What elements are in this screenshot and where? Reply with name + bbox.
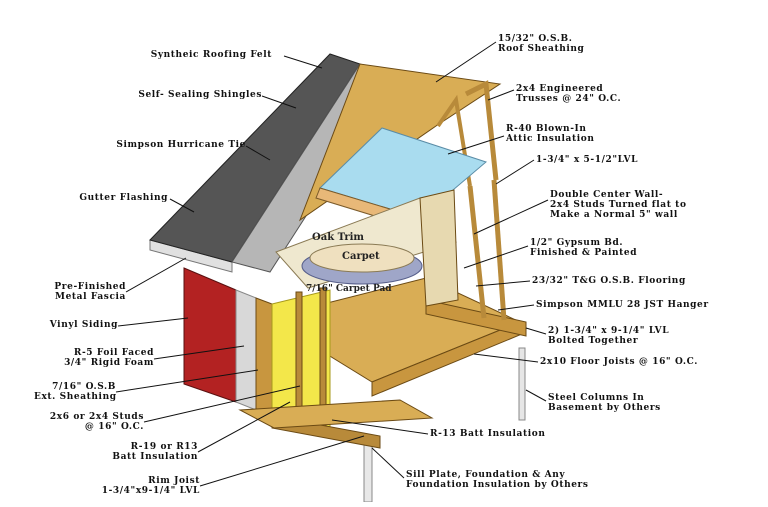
carpet	[309, 243, 415, 273]
callout-hurricane-tie: Simpson Hurricane Tie	[116, 140, 246, 150]
center-wall	[419, 189, 459, 307]
foundation-post	[363, 437, 373, 503]
leader-line	[475, 280, 531, 287]
carpet-pad-label: 7/16" Carpet Pad	[306, 284, 392, 294]
callout-batt-r13: R-13 Batt Insulation	[430, 429, 546, 439]
callout-studs: 2x6 or 2x4 Studs @ 16" O.C.	[49, 412, 144, 432]
leader-line	[495, 159, 535, 185]
leader-line	[283, 55, 323, 69]
leader-line	[497, 304, 535, 311]
ext-sheathing	[255, 297, 273, 417]
callout-fascia: Pre-Finished Metal Fascia	[54, 282, 126, 302]
vinyl-siding	[183, 267, 237, 403]
leader-lines	[115, 41, 549, 487]
leader-line	[115, 369, 259, 393]
leader-line	[473, 199, 549, 235]
rigid-foam	[235, 289, 257, 411]
leader-line	[143, 385, 301, 423]
leader-line	[125, 257, 187, 293]
callout-ext-sheathing: 7/16" O.S.B Ext. Sheathing	[34, 382, 117, 402]
callout-batt-r19: R-19 or R13 Batt Insulation	[112, 442, 198, 462]
interior-stud	[491, 179, 507, 321]
callout-floor-joists: 2x10 Floor Joists @ 16" O.C.	[540, 357, 698, 367]
leader-line	[245, 145, 271, 161]
callout-shingles: Self- Sealing Shingles	[138, 90, 262, 100]
callout-center-wall: Double Center Wall- 2x4 Studs Turned fla…	[550, 190, 687, 220]
callout-hanger: Simpson MMLU 28 JST Hanger	[536, 300, 709, 310]
leader-line	[197, 401, 291, 453]
leader-line	[525, 327, 547, 335]
leader-line	[525, 389, 547, 402]
leader-line	[153, 345, 245, 360]
callout-sill-plate: Sill Plate, Foundation & Any Foundation …	[406, 470, 589, 490]
leader-line	[261, 95, 297, 109]
leader-line	[435, 41, 497, 83]
callout-attic-insulation: R-40 Blown-In Attic Insulation	[506, 124, 595, 144]
callout-trusses: 2x4 Engineered Trusses @ 24" O.C.	[516, 84, 622, 104]
callout-gypsum: 1/2" Gypsum Bd. Finished & Painted	[530, 238, 638, 258]
leader-line	[169, 198, 195, 213]
callout-rim-joist: Rim Joist 1-3/4"x9-1/4" LVL	[101, 476, 200, 496]
steel-column	[518, 347, 526, 421]
callout-lvl-beam: 2) 1-3/4" x 9-1/4" LVL Bolted Together	[548, 326, 670, 346]
leader-line	[199, 435, 365, 487]
leader-line	[487, 89, 515, 101]
lower-floor	[238, 399, 434, 429]
callout-roof-sheathing: 15/32" O.S.B. Roof Sheathing	[498, 34, 585, 54]
oak-trim-label: Oak Trim	[312, 232, 364, 243]
truss	[464, 80, 499, 181]
leader-line	[463, 245, 529, 269]
callout-gutter-flashing: Gutter Flashing	[79, 193, 168, 203]
interior-stud	[467, 185, 487, 319]
leader-line	[331, 419, 429, 435]
callout-lvl-top: 1-3/4" x 5-1/2"LVL	[536, 155, 638, 165]
lvl-beam	[425, 299, 527, 337]
callout-steel-columns: Steel Columns In Basement by Others	[548, 393, 661, 413]
carpet-label: Carpet	[342, 251, 380, 262]
callout-flooring: 23/32" T&G O.S.B. Flooring	[532, 276, 686, 286]
callout-roofing-felt: Syntheic Roofing Felt	[150, 50, 272, 60]
leader-line	[371, 447, 405, 479]
leader-line	[473, 353, 539, 363]
callout-vinyl-siding: Vinyl Siding	[49, 320, 118, 330]
leader-line	[117, 317, 189, 327]
leader-line	[447, 135, 505, 155]
callout-rigid-foam: R-5 Foil Faced 3/4" Rigid Foam	[64, 348, 154, 368]
